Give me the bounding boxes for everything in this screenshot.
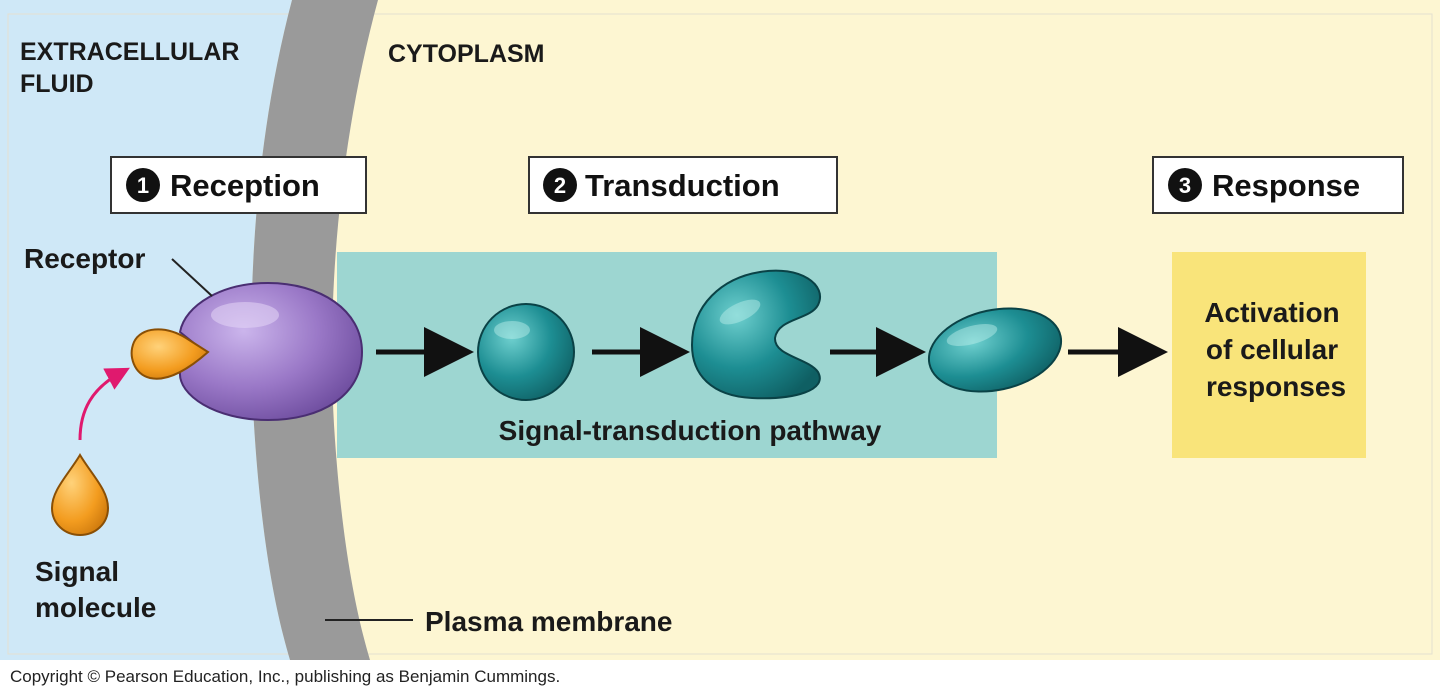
step-title: Transduction	[585, 168, 780, 203]
step-number-badge	[1168, 168, 1202, 202]
step-number: 3	[1179, 173, 1191, 198]
receptor-label: Receptor	[24, 243, 145, 274]
signal-molecule-label-line2: molecule	[35, 592, 156, 623]
figure-border	[7, 13, 1433, 655]
receptor-pointer-line	[171, 258, 213, 297]
step-number: 1	[137, 173, 149, 198]
free-signal-molecule	[50, 453, 110, 537]
cytoplasm-label: CYTOPLASM	[388, 40, 545, 68]
relay-molecule-highlight	[719, 299, 761, 325]
step-transduction: 2 Transduction	[528, 156, 838, 214]
extracellular-label: EXTRACELLULAR	[20, 38, 239, 66]
receptor-highlight	[211, 302, 279, 328]
plasma-membrane-label: Plasma membrane	[425, 606, 672, 637]
signal-molecule-label: Signal	[35, 556, 119, 587]
response-label-line3: responses	[1206, 371, 1346, 402]
step-number-badge	[543, 168, 577, 202]
step-title: Response	[1212, 168, 1360, 203]
step-reception: 1 Reception	[110, 156, 367, 214]
bound-signal-molecule	[130, 328, 210, 380]
step-title: Reception	[170, 168, 320, 203]
signal-transduction-pathway-label: Signal-transduction pathway	[499, 415, 882, 446]
response-label-line1: Activation	[1204, 297, 1339, 328]
signal-binding-arrow	[78, 367, 130, 441]
copyright-notice: Copyright © Pearson Education, Inc., pub…	[10, 667, 560, 686]
extracellular-label-line2: FLUID	[20, 70, 94, 98]
relay-molecule-oval	[927, 307, 1063, 393]
step-response: 3 Response	[1152, 156, 1404, 214]
relay-molecule-kidney	[690, 269, 821, 400]
relay-molecule-sphere	[477, 303, 575, 401]
response-box	[1172, 252, 1366, 458]
relay-molecule-highlight	[946, 324, 998, 346]
step-number-badge	[126, 168, 160, 202]
step-number: 2	[554, 173, 566, 198]
relay-molecule-highlight	[494, 321, 530, 339]
response-label-line2: of cellular	[1206, 334, 1338, 365]
